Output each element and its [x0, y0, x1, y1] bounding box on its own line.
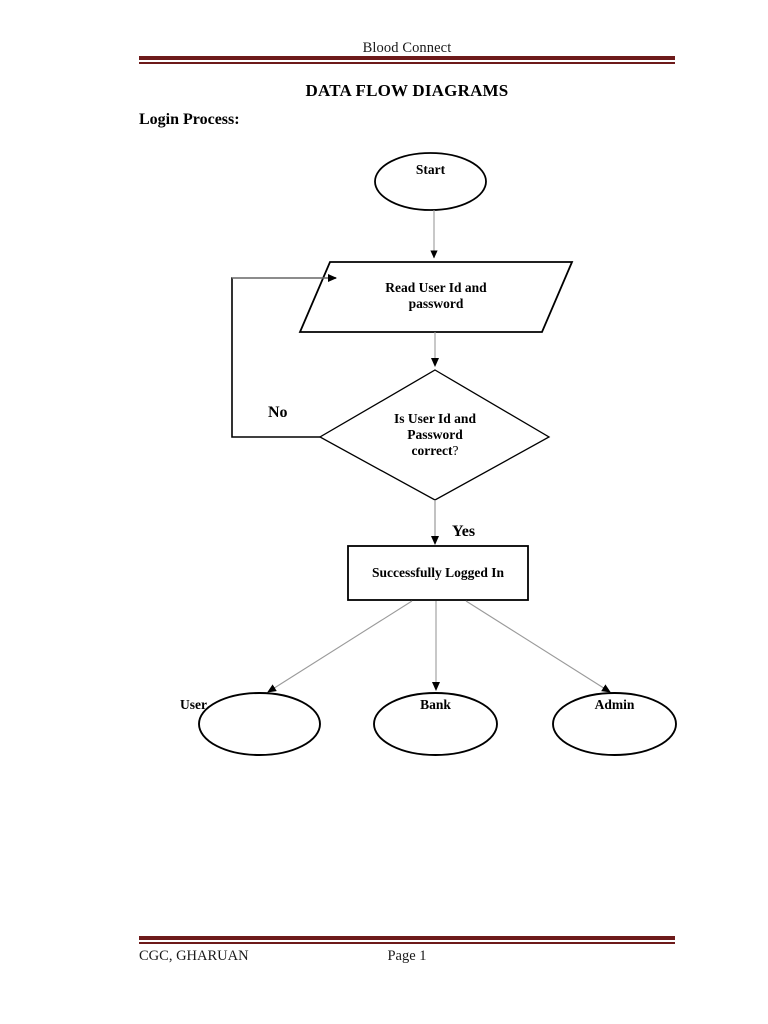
edge-label-yes: Yes	[452, 523, 476, 540]
header-rule-thick	[139, 56, 675, 60]
footer-rule-thin	[139, 942, 675, 944]
node-bank-shape	[373, 692, 498, 756]
node-user-shape	[198, 692, 321, 756]
node-start-label: Start	[415, 162, 446, 177]
node-decision-label-qmark: ?	[452, 443, 459, 458]
node-read-label: Read User Id and password	[385, 280, 487, 311]
header-rule-thin	[139, 62, 675, 64]
footer-page-number: Page 1	[387, 948, 427, 964]
node-user-label: User	[180, 697, 207, 712]
node-read-shape	[298, 261, 574, 333]
footer-rule-gap	[139, 940, 675, 942]
footer-rule-thick	[139, 936, 675, 940]
footer-institution: CGC, GHARUAN	[139, 948, 249, 964]
node-admin-shape	[552, 692, 677, 756]
node-admin-label: Admin	[594, 697, 635, 712]
node-decision-label-text: Is User Id and Password correct	[394, 411, 476, 458]
edge-label-no: No	[268, 404, 288, 421]
footer-rule	[139, 936, 675, 944]
edge-success-to-user	[267, 600, 413, 693]
node-bank-label: Bank	[420, 697, 451, 712]
page-header-title: Blood Connect	[362, 40, 452, 56]
node-start-shape	[374, 152, 487, 211]
node-success-shape	[347, 545, 529, 601]
header-rule	[139, 56, 675, 64]
edge-success-to-admin	[465, 600, 611, 693]
node-decision-label: Is User Id and Password correct?	[355, 411, 515, 459]
page-title: DATA FLOW DIAGRAMS	[305, 81, 509, 100]
section-heading: Login Process:	[139, 111, 240, 128]
header-rule-gap	[139, 60, 675, 62]
node-success-label: Successfully Logged In	[371, 565, 505, 580]
